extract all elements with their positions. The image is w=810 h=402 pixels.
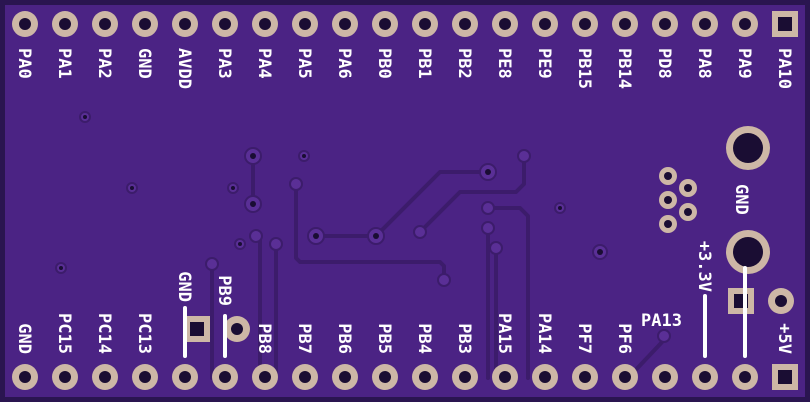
top-pin-label-15: PB14 <box>614 48 634 89</box>
top-pin-label-3: GND <box>134 48 154 79</box>
top-pad-15-hole <box>619 18 631 30</box>
mount-hole-top <box>726 126 770 170</box>
bottom-pad-15-hole <box>619 371 631 383</box>
top-pad-14-hole <box>579 18 591 30</box>
bottom-pad-1-hole <box>59 371 71 383</box>
bottom-pad-13-hole <box>539 371 551 383</box>
bottom-pin-label-0: GND <box>14 323 34 354</box>
silk-lines <box>183 266 747 358</box>
top-pad-5-hole <box>219 18 231 30</box>
top-pin-label-8: PA6 <box>334 48 354 79</box>
bottom-pad-14-hole <box>579 371 591 383</box>
via-centers <box>59 115 603 270</box>
bottom-pad-3-hole <box>139 371 151 383</box>
bottom-pin-label-9: PB5 <box>374 323 394 354</box>
top-pad-4-hole <box>179 18 191 30</box>
top-pin-label-9: PB0 <box>374 48 394 79</box>
top-header-pads <box>12 11 798 37</box>
bottom-pad-7-hole <box>299 371 311 383</box>
top-pin-label-14: PB15 <box>574 48 594 89</box>
label-gnd-right: GND <box>731 184 751 215</box>
bottom-pin-label-16: PA13 <box>641 311 682 331</box>
bottom-pad-19-hole <box>778 370 792 384</box>
top-header-labels: PA0 PA1 PA2 GND AVDD PA3 PA4 PA5 PA6 PB0 PB1 PB2 PE8… <box>14 48 794 89</box>
top-pad-9-hole <box>379 18 391 30</box>
top-pin-label-7: PA5 <box>294 48 314 79</box>
top-pin-label-11: PB2 <box>454 48 474 79</box>
top-pin-label-16: PD8 <box>654 48 674 79</box>
top-pin-label-17: PA8 <box>694 48 714 79</box>
top-pad-7-hole <box>299 18 311 30</box>
bottom-pad-4-hole <box>179 371 191 383</box>
top-pin-label-18: PA9 <box>734 48 754 79</box>
top-pad-17-hole <box>699 18 711 30</box>
bottom-pin-label-12: PA15 <box>494 313 514 354</box>
mount-hole-bottom <box>726 230 770 274</box>
bottom-pad-16-hole <box>659 371 671 383</box>
top-pad-12-hole <box>499 18 511 30</box>
top-pad-18-hole <box>739 18 751 30</box>
bottom-pad-5-hole <box>219 371 231 383</box>
bottom-pad-9-hole <box>379 371 391 383</box>
bottom-pin-label-1: PC15 <box>54 313 74 354</box>
bottom-pad-2-hole <box>99 371 111 383</box>
top-pad-11-hole <box>459 18 471 30</box>
bottom-pad-0-hole <box>19 371 31 383</box>
bottom-pin-label-3: PC13 <box>134 313 154 354</box>
bottom-pin-label-10: PB4 <box>414 323 434 354</box>
trace-pad-centers <box>250 153 491 239</box>
jumper-3v3-5v <box>728 288 794 314</box>
bottom-pin-label-14: PF7 <box>574 323 594 354</box>
top-pin-label-12: PE8 <box>494 48 514 79</box>
top-pin-label-1: PA1 <box>54 48 74 79</box>
bottom-pad-6-hole <box>259 371 271 383</box>
swd-connector <box>659 167 697 233</box>
trace-pads <box>205 147 671 343</box>
bottom-pin-label-7: PB7 <box>294 323 314 354</box>
bottom-pin-label-2: PC14 <box>94 313 114 354</box>
top-pad-19-hole <box>778 17 792 31</box>
top-pin-label-19: PA10 <box>774 48 794 89</box>
jumper-gnd-pb9 <box>184 316 250 342</box>
bottom-pad-8-hole <box>339 371 351 383</box>
bottom-pin-label-8: PB6 <box>334 323 354 354</box>
bottom-pad-10-hole <box>419 371 431 383</box>
top-pad-16-hole <box>659 18 671 30</box>
bottom-pin-label-13: PA14 <box>534 313 554 354</box>
bottom-pin-label-19: +5V <box>774 323 794 354</box>
top-pad-2-hole <box>99 18 111 30</box>
bottom-pin-label-17: +3.3V <box>694 241 714 292</box>
top-pad-13-hole <box>539 18 551 30</box>
bottom-pad-17-hole <box>699 371 711 383</box>
top-pad-0-hole <box>19 18 31 30</box>
top-pin-label-5: PA3 <box>214 48 234 79</box>
bottom-pin-label-15: PF6 <box>614 323 634 354</box>
bottom-pin-label-6: PB8 <box>254 323 274 354</box>
bottom-pad-18-hole <box>739 371 751 383</box>
bottom-pin-label-4: GND <box>174 271 194 302</box>
top-pin-label-4: AVDD <box>174 48 194 89</box>
top-pin-label-6: PA4 <box>254 48 274 79</box>
top-pin-label-10: PB1 <box>414 48 434 79</box>
top-pad-10-hole <box>419 18 431 30</box>
top-pad-8-hole <box>339 18 351 30</box>
bottom-pad-11-hole <box>459 371 471 383</box>
bottom-pad-12-hole <box>499 371 511 383</box>
top-pin-label-0: PA0 <box>14 48 34 79</box>
top-pin-label-2: PA2 <box>94 48 114 79</box>
top-pad-6-hole <box>259 18 271 30</box>
top-pin-label-13: PE9 <box>534 48 554 79</box>
bottom-pin-label-5: PB9 <box>214 275 234 306</box>
top-pad-1-hole <box>59 18 71 30</box>
top-pad-3-hole <box>139 18 151 30</box>
bottom-pin-label-11: PB3 <box>454 323 474 354</box>
bottom-header-pads <box>12 364 798 390</box>
